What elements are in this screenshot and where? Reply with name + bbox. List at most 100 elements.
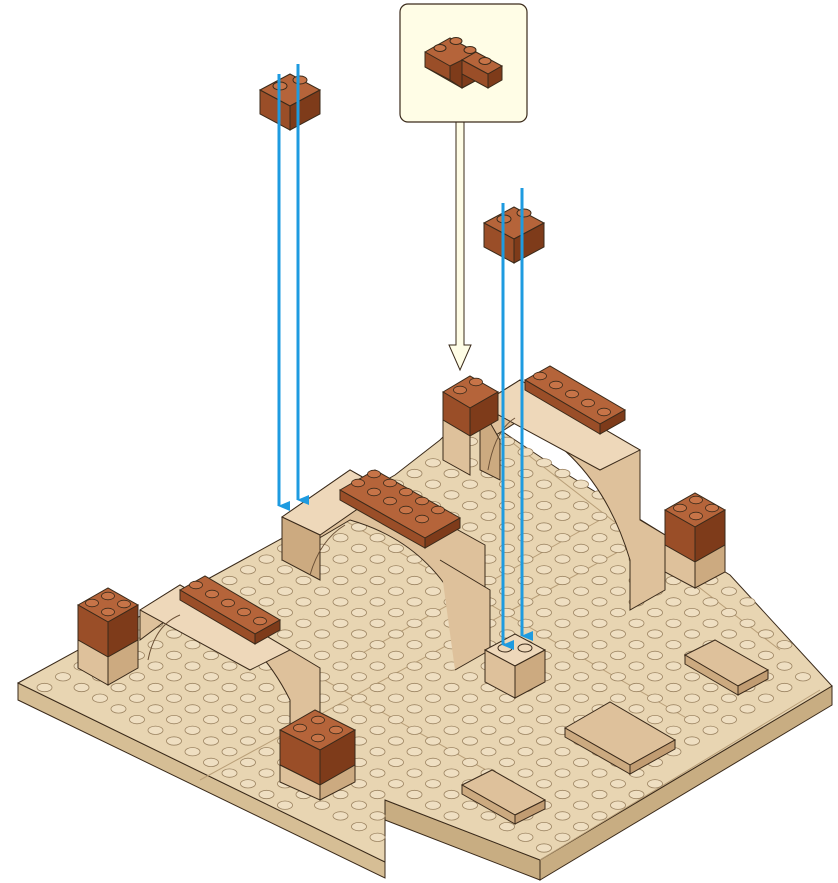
- baseplate-stud: [536, 586, 552, 596]
- baseplate-stud: [776, 661, 793, 671]
- baseplate-stud: [573, 821, 589, 832]
- baseplate-stud: [536, 714, 552, 725]
- baseplate-stud: [573, 693, 589, 703]
- baseplate-stud: [425, 736, 441, 746]
- baseplate-stud: [240, 757, 256, 768]
- baseplate-stud: [462, 736, 478, 746]
- baseplate-stud: [591, 640, 608, 650]
- brick-stud: [383, 496, 397, 506]
- brick-stud: [453, 385, 467, 395]
- brick-stud: [101, 591, 115, 601]
- baseplate-stud: [462, 500, 478, 511]
- baseplate-stud: [277, 586, 293, 596]
- baseplate-stud: [499, 736, 515, 746]
- baseplate-stud: [258, 554, 275, 564]
- baseplate-stud: [258, 725, 275, 735]
- baseplate-stud: [184, 704, 201, 714]
- baseplate-stud: [647, 650, 663, 661]
- baseplate-stud: [369, 618, 386, 628]
- baseplate-stud: [314, 800, 330, 810]
- baseplate-stud: [684, 736, 700, 746]
- baseplate-stud: [610, 629, 626, 639]
- brick-stud: [311, 733, 325, 743]
- baseplate-stud: [406, 640, 423, 650]
- baseplate-stud: [517, 725, 534, 735]
- baseplate-stud: [406, 618, 423, 628]
- baseplate-stud: [517, 768, 534, 778]
- baseplate-stud: [721, 607, 737, 618]
- baseplate-stud: [406, 768, 423, 778]
- baseplate-stud: [406, 661, 423, 671]
- brick-stud: [705, 503, 719, 513]
- baseplate-stud: [554, 768, 571, 778]
- baseplate-stud: [203, 714, 219, 725]
- baseplate-stud: [554, 832, 571, 842]
- baseplate-stud: [221, 704, 238, 714]
- baseplate-stud: [425, 607, 441, 618]
- baseplate-stud: [554, 682, 571, 693]
- baseplate-stud: [425, 458, 441, 468]
- brick-stud: [351, 478, 365, 488]
- baseplate-stud: [554, 618, 571, 628]
- baseplate-stud: [166, 714, 182, 725]
- baseplate-stud: [388, 586, 404, 596]
- brick-stud: [189, 580, 203, 590]
- baseplate-stud: [554, 511, 571, 521]
- baseplate-stud: [184, 682, 201, 693]
- baseplate-stud: [388, 565, 404, 575]
- baseplate-stud: [240, 714, 256, 725]
- baseplate-stud: [573, 607, 589, 618]
- baseplate-stud: [795, 672, 811, 682]
- brick-stud: [581, 398, 595, 408]
- baseplate-stud: [351, 693, 367, 703]
- brick-stud: [565, 389, 579, 399]
- baseplate-stud: [369, 554, 386, 564]
- callout-arrow: [448, 121, 472, 372]
- baseplate-stud: [684, 607, 700, 618]
- baseplate-stud: [388, 757, 404, 768]
- baseplate-stud: [277, 565, 293, 575]
- baseplate-stud: [591, 597, 608, 607]
- baseplate-stud: [314, 629, 330, 639]
- baseplate-stud: [203, 650, 219, 661]
- baseplate-stud: [480, 511, 497, 521]
- baseplate-stud: [536, 607, 552, 618]
- baseplate-stud: [591, 682, 608, 693]
- baseplate-stud: [776, 682, 793, 693]
- baseplate-stud: [258, 575, 275, 586]
- baseplate-stud: [517, 554, 534, 564]
- baseplate-stud: [221, 768, 238, 778]
- baseplate-stud: [184, 747, 201, 757]
- baseplate-stud: [702, 704, 719, 714]
- baseplate-stud: [221, 725, 238, 735]
- baseplate-stud: [739, 640, 756, 650]
- baseplate-stud: [536, 843, 552, 853]
- baseplate-stud: [554, 533, 571, 543]
- brick-stud: [205, 589, 219, 599]
- left-brown-brick: [76, 587, 140, 686]
- baseplate-stud: [721, 629, 737, 639]
- baseplate-stud: [369, 725, 386, 735]
- baseplate-stud: [369, 533, 386, 543]
- baseplate-stud: [425, 779, 441, 789]
- baseplate-stud: [739, 597, 756, 607]
- baseplate-stud: [184, 661, 201, 671]
- baseplate-stud: [665, 661, 682, 671]
- baseplate-stud: [425, 714, 441, 725]
- baseplate-stud: [332, 575, 349, 586]
- baseplate-stud: [591, 554, 608, 564]
- baseplate-stud: [443, 468, 460, 479]
- baseplate-stud: [406, 725, 423, 735]
- baseplate-stud: [425, 672, 441, 682]
- baseplate-stud: [517, 511, 534, 521]
- baseplate-stud: [129, 693, 145, 703]
- baseplate-stud: [425, 800, 441, 810]
- baseplate-stud: [499, 821, 515, 832]
- baseplate-stud: [351, 821, 367, 832]
- baseplate-stud: [332, 811, 349, 821]
- brick-stud: [367, 469, 381, 479]
- baseplate-stud: [536, 458, 552, 468]
- baseplate-stud: [573, 565, 589, 575]
- baseplate-stud: [499, 714, 515, 725]
- baseplate-stud: [702, 597, 719, 607]
